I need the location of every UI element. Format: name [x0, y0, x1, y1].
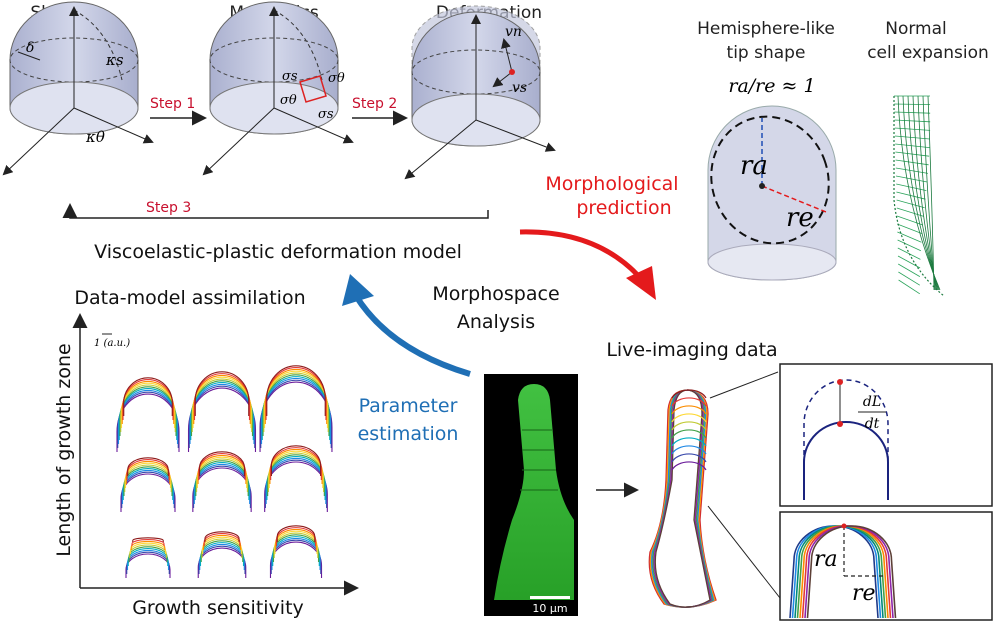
symbol-delta: δ [26, 40, 34, 56]
inset-r-e: re [852, 581, 876, 606]
inset-r-a: ra [814, 547, 838, 572]
dLdt-denominator: dt [865, 416, 880, 432]
cell-outline-overlay [648, 389, 717, 608]
zoom-line-bottom [707, 505, 781, 599]
assimilation-cell [120, 457, 176, 512]
assimilation-cell [192, 451, 252, 512]
shape-cylinder [2, 1, 154, 176]
morphospace-line1: Morphospace [432, 283, 559, 305]
microscope-image [484, 374, 578, 616]
hemisphere-tip-diagram [707, 105, 837, 281]
zoom-line-top [709, 371, 779, 399]
deformation-cylinder [404, 5, 556, 180]
assimilation-x-label: Growth sensitivity [132, 597, 304, 619]
parameter-estimation-arrow [342, 274, 471, 377]
symbol-v-n: vn [505, 24, 522, 40]
live-imaging-title: Live-imaging data [606, 339, 777, 361]
mechanics-sigma-s-top: σs [282, 69, 298, 84]
step3-arrow [62, 203, 489, 219]
assimilation-cell [197, 531, 247, 578]
morphological-prediction-line1: Morphological [545, 173, 678, 195]
mechanics-sigma-theta-left: σθ [280, 93, 297, 108]
cell-expansion-mesh [893, 95, 945, 297]
symbol-kappa-theta: κθ [85, 128, 105, 146]
dLdt-numerator: dL [863, 394, 881, 410]
symbol-kappa-s: κs [105, 51, 124, 69]
normal-expansion-line1: Normal [885, 19, 947, 39]
normal-expansion-line2: cell expansion [867, 43, 989, 63]
assimilation-title: Data-model assimilation [74, 287, 305, 309]
mechanics-sigma-theta-right: σθ [328, 71, 345, 86]
step3-label: Step 3 [146, 200, 191, 216]
assimilation-grid [116, 365, 333, 578]
assimilation-cell [187, 371, 257, 452]
hemisphere-r-e: re [786, 203, 814, 233]
mechanics-sigma-s-bottom: σs [318, 107, 334, 122]
step1-label: Step 1 [150, 96, 195, 112]
hemisphere-r-a: ra [740, 151, 768, 181]
assimilation-cell [264, 445, 328, 512]
step2-label: Step 2 [352, 96, 397, 112]
assimilation-scale: 1 (a.u.) [94, 338, 130, 349]
hemisphere-ratio: ra/re ≈ 1 [728, 75, 815, 97]
assimilation-cell [269, 525, 323, 578]
morphological-prediction-line2: prediction [576, 197, 671, 219]
mechanics-cylinder [202, 1, 354, 176]
assimilation-cell [259, 365, 333, 452]
parameter-estimation-line1: Parameter [359, 395, 458, 417]
assimilation-y-label: Length of growth zone [53, 343, 75, 556]
inset-growth-rate [779, 363, 993, 507]
assimilation-cell [116, 377, 180, 452]
symbol-v-s: vs [512, 80, 527, 96]
hemisphere-title-line2: tip shape [727, 43, 806, 63]
parameter-estimation-line2: estimation [358, 423, 459, 445]
morphospace-line2: Analysis [457, 311, 535, 333]
assimilation-cell [125, 537, 171, 578]
scale-bar-label: 10 μm [532, 602, 567, 615]
prediction-arrow [519, 229, 656, 300]
hemisphere-title-line1: Hemisphere-like [697, 19, 835, 39]
inset-radii [779, 511, 993, 621]
model-label: Viscoelastic-plastic deformation model [94, 241, 462, 263]
